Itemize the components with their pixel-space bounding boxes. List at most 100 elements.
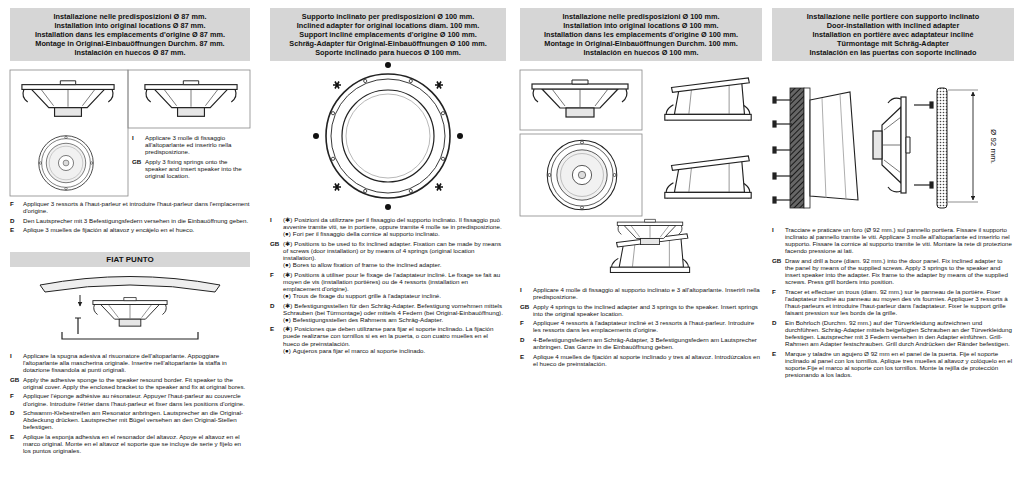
- door-installation-figure: [773, 121, 776, 127]
- paragraph-row: Appliquer l'éponge adhésive au résonateu…: [23, 392, 250, 406]
- inclined-adapter-ring: [342, 90, 434, 182]
- language-paragraph: FTracer et effectuer un trous (diam. 92 …: [772, 288, 1012, 316]
- paragraph-row: 4-Befestigungsfedern am Schräg-Adapter, …: [533, 336, 760, 350]
- language-paragraph: GB (✱)Positions to be used to fix incline…: [270, 240, 506, 268]
- fiat-punto-figure: [75, 318, 81, 334]
- instruction-text: Aplique 4 muelles de fijación al soporte…: [533, 353, 760, 367]
- symbol-key: (●): [283, 347, 291, 354]
- paragraph-row: Marque y taladre un agujero Ø 92 mm en e…: [785, 350, 1012, 378]
- speaker-figure-100: [520, 70, 642, 130]
- fiat-punto-figure: [40, 277, 220, 293]
- language-code: F: [270, 271, 274, 278]
- paragraph-row: Aplique 4 muelles de fijación al soporte…: [533, 353, 760, 367]
- language-code: F: [10, 392, 14, 399]
- language-code: D: [772, 319, 776, 326]
- door-installation-figure: [914, 104, 930, 105]
- language-paragraph: FAppliquer 4 ressorts à l'adaptateur inc…: [520, 319, 760, 333]
- speaker-figure-87: [39, 136, 94, 191]
- language-paragraph: GBApply 3 fixing springs onto the speake…: [132, 158, 248, 179]
- paragraph-row: Den Lautsprecher mit 3 Befestigungsfeder…: [23, 217, 250, 224]
- door-installation-figure: [873, 97, 910, 193]
- symbol-key: (✱): [283, 216, 292, 223]
- door-installation-figure: [810, 92, 858, 200]
- paragraph-row: (●)Trous de fixage du support grille à l…: [283, 292, 506, 299]
- language-code: GB: [10, 376, 19, 383]
- instruction-text: Bores to allow fixation of frame to the …: [293, 261, 442, 268]
- language-paragraph: GBApply 4 springs to the inclined adapte…: [520, 303, 760, 317]
- inclined-adapter-ring: [331, 79, 445, 193]
- language-paragraph: ITracciare e praticare un foro (Ø 92 mm.…: [772, 226, 1012, 254]
- language-paragraph: D Schwamm-Klebestreifen am Resonator anbr…: [10, 409, 250, 430]
- door-installation-figure: [930, 182, 933, 188]
- language-code: GB: [270, 240, 279, 247]
- language-paragraph: EAplique la esponja adhesiva en el reson…: [10, 433, 250, 454]
- speaker-figure-87: [10, 70, 128, 196]
- fiat-punto-figure: [40, 277, 220, 340]
- door-installation-figure: [790, 88, 804, 208]
- fixing-position-star: [435, 82, 443, 89]
- symbol-key: (●): [283, 261, 291, 268]
- inclined-adapter-ring: [441, 157, 444, 160]
- language-code: I: [132, 134, 134, 141]
- paragraph-row: Applicare la spugna adesiva al risuonato…: [23, 352, 250, 373]
- door-installation-figure: [773, 97, 776, 103]
- language-paragraph: GB Apply the adhesive sponge to the speak…: [10, 376, 250, 390]
- language-paragraph: EAplique 4 muelles de fijación al soport…: [520, 353, 760, 367]
- heading-text: Instalación en huecos Ø 87 mm.: [13, 48, 247, 57]
- speaker-figure-100: [520, 70, 751, 272]
- fiat-punto-figure: [80, 295, 81, 306]
- paragraph-row: Tracer et effectuer un trous (diam. 92 m…: [785, 288, 1012, 316]
- instruction-text: Ein Bohrloch (Durchm. 92 mm.) auf der Tü…: [785, 319, 1012, 347]
- door-installation-figure: [914, 184, 930, 185]
- instruction-text: Schwamm-Klebestreifen am Resonator anbri…: [23, 409, 243, 430]
- door-installation-figure: [822, 94, 846, 199]
- inclined-adapter-ring: [409, 79, 412, 82]
- paragraph-row: Aplique 3 muelles de fijación al altavoz…: [23, 226, 250, 233]
- section-heading-box: Supporto inclinato per predisposizioni Ø…: [270, 8, 506, 61]
- inclined-adapter-ring: [364, 79, 367, 82]
- language-paragraph: F Appliquer 3 ressorts à l'haut-parleur e…: [10, 200, 250, 214]
- language-paragraph: F Appliquer l'éponge adhésive au résonate…: [10, 392, 250, 406]
- instruction-text: 4-Befestigungsfedern am Schräg-Adapter, …: [533, 336, 757, 350]
- paragraph-row: (✱)Befestigungsstellen für den Schräg-Ad…: [283, 302, 506, 316]
- speaker-figure-100: [665, 78, 751, 120]
- heading-text: Soporte inclinado para huecos Ø 100 mm.: [273, 48, 503, 57]
- door-installation-figure: [776, 99, 792, 100]
- language-code: I: [10, 352, 12, 359]
- language-code: D: [520, 336, 524, 343]
- language-code: F: [10, 200, 14, 207]
- instruction-text: Befestigungsstellen des Rahmens am Schrä…: [293, 316, 443, 323]
- language-paragraph: EMarque y taladre un agujero Ø 92 mm en …: [772, 350, 1012, 378]
- instruction-text: Fori per il fissaggio della cornice al s…: [293, 230, 440, 237]
- frame-bore-dot: [385, 204, 391, 210]
- inclined-adapter-ring: [326, 74, 450, 198]
- door-installation-figure: [773, 197, 776, 203]
- frame-bore-dot: [313, 133, 319, 139]
- inclined-adapter-ring: [441, 112, 444, 115]
- speaker-figure-100: [520, 134, 642, 216]
- paragraph-row: Appliquer 4 ressorts à l'adaptateur incl…: [533, 319, 760, 333]
- language-code: I: [520, 286, 522, 293]
- instruction-column: ITracciare e praticare un foro (Ø 92 mm.…: [772, 226, 1012, 380]
- paragraph-row: (✱)Positions à utiliser pour le fixage d…: [283, 271, 506, 292]
- paragraph-row: Aplique la esponja adhesiva en el resona…: [23, 433, 250, 454]
- inclined-adapter-ring: [331, 157, 334, 160]
- heading-text: Installazione nelle predisposizioni Ø 10…: [523, 12, 759, 21]
- instruction-text: Apply 3 fixing springs onto the speaker …: [145, 158, 242, 179]
- paragraph-row: (✱)Positions to be used to fix inclined …: [283, 240, 506, 261]
- instruction-text: Trous de fixage du support grille à l'ad…: [293, 292, 441, 299]
- door-installation-figure: [937, 88, 947, 208]
- language-code: E: [10, 226, 14, 233]
- paragraph-row: Applicare 4 molle di fissaggio al suppor…: [533, 286, 760, 300]
- instruction-text: Apply the adhesive sponge to the speaker…: [23, 376, 245, 390]
- language-code: I: [270, 216, 272, 223]
- language-paragraph: I(✱)Posizioni da utilizzare per il fissa…: [270, 216, 506, 237]
- instruction-text: Appliquer 3 ressorts à l'haut-parleur et…: [23, 200, 249, 214]
- heading-text: Türmontage mit Schräg-Adapter: [775, 39, 1011, 48]
- door-installation-figure: [973, 92, 974, 200]
- frame-bore-dot: [385, 62, 391, 68]
- symbol-key: (✱): [283, 325, 292, 332]
- door-installation-figure: [776, 123, 792, 124]
- language-code: D: [10, 409, 14, 416]
